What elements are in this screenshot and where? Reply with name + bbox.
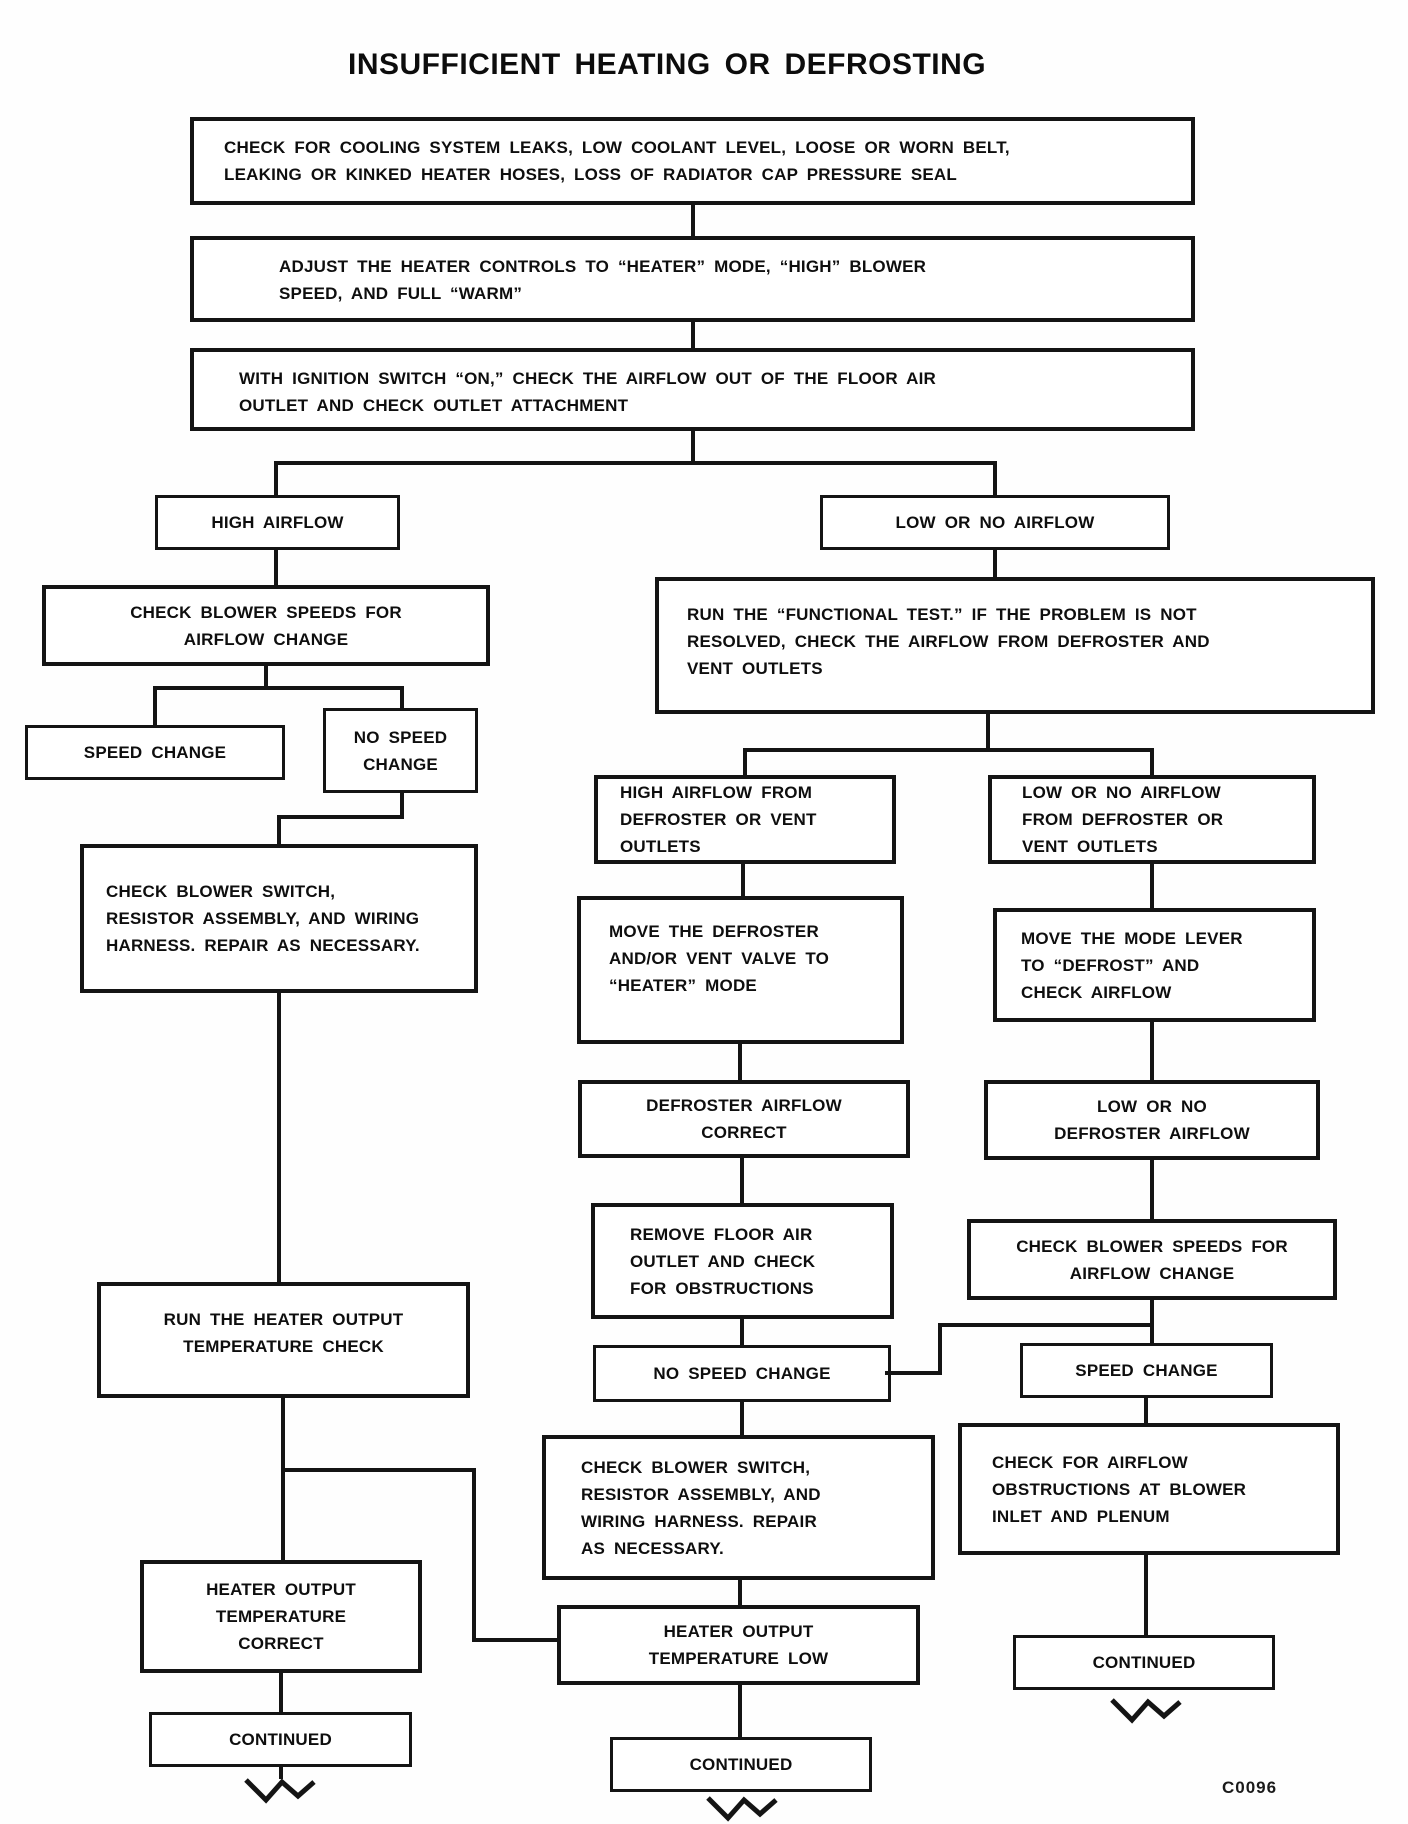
connector-line — [277, 993, 281, 1282]
connector-line — [691, 431, 695, 465]
node-high-airflow-from-defroster: HIGH AIRFLOW FROM DEFROSTER OR VENT OUTL… — [594, 775, 896, 864]
node-continued-mid: CONTINUED — [610, 1737, 872, 1792]
connector-line — [738, 1044, 742, 1080]
node-ignition-airflow-check: WITH IGNITION SWITCH “ON,” CHECK THE AIR… — [190, 348, 1195, 431]
node-heater-output-temp-low: HEATER OUTPUT TEMPERATURE LOW — [557, 1605, 920, 1685]
node-low-no-airflow-from-defroster: LOW OR NO AIRFLOW FROM DEFROSTER OR VENT… — [988, 775, 1316, 864]
connector-line — [1150, 1022, 1154, 1080]
node-adjust-heater-controls: ADJUST THE HEATER CONTROLS TO “HEATER” M… — [190, 236, 1195, 322]
node-speed-change-right: SPEED CHANGE — [1020, 1343, 1273, 1398]
connector-line — [1150, 1160, 1154, 1219]
page-break-zigzag-icon — [244, 1778, 316, 1804]
connector-line — [691, 205, 695, 236]
node-check-cooling-system: CHECK FOR COOLING SYSTEM LEAKS, LOW COOL… — [190, 117, 1195, 205]
node-low-or-no-airflow: LOW OR NO AIRFLOW — [820, 495, 1170, 550]
connector-line — [274, 461, 997, 465]
connector-line — [1150, 1300, 1154, 1343]
connector-line — [1144, 1398, 1148, 1423]
connector-line — [743, 748, 1154, 752]
node-defroster-airflow-correct: DEFROSTER AIRFLOW CORRECT — [578, 1080, 910, 1158]
connector-line — [740, 1319, 744, 1345]
connector-line — [279, 1673, 283, 1712]
connector-line — [472, 1468, 476, 1642]
connector-line — [691, 322, 695, 348]
page-title: INSUFFICIENT HEATING OR DEFROSTING — [348, 48, 987, 81]
connector-line — [279, 1767, 283, 1779]
connector-line — [153, 686, 157, 725]
connector-line — [274, 461, 278, 495]
connector-line — [274, 550, 278, 585]
connector-line — [277, 815, 404, 819]
connector-line — [743, 748, 747, 775]
node-move-defroster-vent-valve: MOVE THE DEFROSTER AND/OR VENT VALVE TO … — [577, 896, 904, 1044]
connector-line — [1150, 748, 1154, 775]
connector-line — [281, 1468, 476, 1472]
connector-line — [281, 1398, 285, 1560]
connector-line — [277, 815, 281, 844]
node-check-blower-switch-left: CHECK BLOWER SWITCH, RESISTOR ASSEMBLY, … — [80, 844, 478, 993]
connector-line — [400, 686, 404, 708]
node-heater-output-temp-correct: HEATER OUTPUT TEMPERATURE CORRECT — [140, 1560, 422, 1673]
node-high-airflow: HIGH AIRFLOW — [155, 495, 400, 550]
node-low-no-defroster-airflow: LOW OR NO DEFROSTER AIRFLOW — [984, 1080, 1320, 1160]
connector-line — [153, 686, 404, 690]
connector-line — [264, 666, 268, 690]
connector-line — [738, 1580, 742, 1605]
connector-line — [740, 1402, 744, 1435]
node-remove-floor-air-outlet: REMOVE FLOOR AIR OUTLET AND CHECK FOR OB… — [591, 1203, 894, 1319]
connector-line — [1144, 1555, 1148, 1635]
connector-line — [738, 1685, 742, 1737]
connector-line — [885, 1371, 942, 1375]
node-check-blower-speeds-left: CHECK BLOWER SPEEDS FOR AIRFLOW CHANGE — [42, 585, 490, 666]
connector-line — [993, 550, 997, 577]
node-continued-left: CONTINUED — [149, 1712, 412, 1767]
page-break-zigzag-icon — [1110, 1698, 1182, 1724]
node-move-mode-lever-defrost: MOVE THE MODE LEVER TO “DEFROST” AND CHE… — [993, 908, 1316, 1022]
page-break-zigzag-icon — [706, 1796, 778, 1822]
node-check-blower-switch-mid: CHECK BLOWER SWITCH, RESISTOR ASSEMBLY, … — [542, 1435, 935, 1580]
node-speed-change-left: SPEED CHANGE — [25, 725, 285, 780]
node-check-airflow-obstructions: CHECK FOR AIRFLOW OBSTRUCTIONS AT BLOWER… — [958, 1423, 1340, 1555]
node-run-heater-output-temp-check: RUN THE HEATER OUTPUT TEMPERATURE CHECK — [97, 1282, 470, 1398]
node-continued-right: CONTINUED — [1013, 1635, 1275, 1690]
connector-line — [472, 1638, 557, 1642]
node-check-blower-speeds-right: CHECK BLOWER SPEEDS FOR AIRFLOW CHANGE — [967, 1219, 1337, 1300]
connector-line — [1150, 864, 1154, 908]
node-no-speed-change-left: NO SPEED CHANGE — [323, 708, 478, 793]
connector-line — [740, 1158, 744, 1203]
figure-code: C0096 — [1222, 1778, 1278, 1797]
node-no-speed-change-mid: NO SPEED CHANGE — [593, 1345, 891, 1402]
connector-line — [993, 461, 997, 495]
connector-line — [400, 793, 404, 819]
connector-line — [986, 714, 990, 752]
node-run-functional-test: RUN THE “FUNCTIONAL TEST.” IF THE PROBLE… — [655, 577, 1375, 714]
connector-line — [741, 864, 745, 896]
connector-line — [938, 1323, 942, 1375]
connector-line — [938, 1323, 1152, 1327]
